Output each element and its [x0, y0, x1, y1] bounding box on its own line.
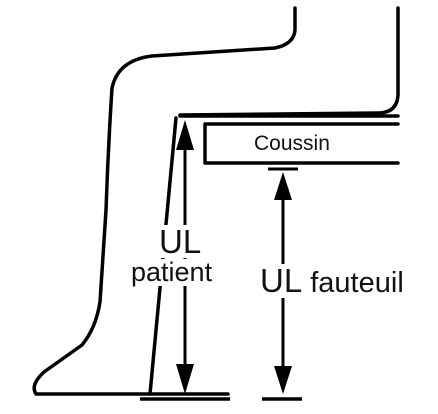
ul-patient-arrowhead-top — [176, 120, 194, 150]
ul-chair-label-prefix: UL — [260, 262, 303, 299]
ul-chair-measurement — [262, 167, 302, 401]
ul-chair-arrowhead-top — [274, 172, 292, 200]
ul-chair-label: UL fauteuil — [258, 264, 406, 298]
cushion-outline — [203, 122, 400, 165]
ul-chair-arrowhead-bottom — [274, 366, 292, 394]
chair-backrest-outline — [178, 6, 400, 117]
ul-chair-label-suffix: fauteuil — [302, 267, 404, 299]
ul-patient-arrowhead-bottom — [176, 364, 194, 394]
ul-patient-label-line1: UL — [157, 223, 204, 260]
leg-outline — [32, 6, 297, 396]
cushion-label: Coussin — [254, 132, 330, 155]
ul-patient-label-line2: patient — [129, 257, 215, 287]
